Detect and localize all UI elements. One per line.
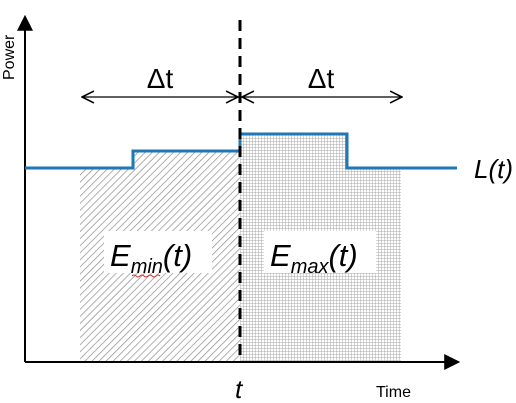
x-axis-label: Time — [376, 384, 411, 401]
e-max-label: Emax(t) — [270, 238, 358, 278]
delta-right-label: Δt — [308, 63, 335, 94]
min-label-box — [104, 231, 212, 273]
y-axis-label: Power — [1, 34, 18, 80]
e-min-label: Emin(t) — [110, 238, 192, 278]
time-t-label: t — [235, 374, 244, 403]
spellcheck-squiggle-min — [131, 274, 161, 278]
load-curve-label: L(t) — [474, 154, 513, 184]
load-curve — [25, 132, 457, 170]
delta-left-label: Δt — [147, 63, 174, 94]
max-label-box — [264, 231, 376, 273]
